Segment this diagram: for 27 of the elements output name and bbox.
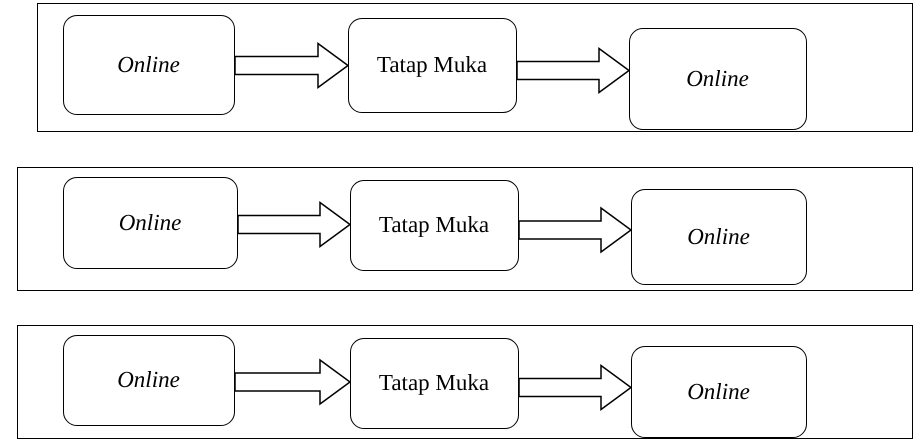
box-label: Online: [118, 210, 182, 236]
box-label: Tatap Muka: [378, 370, 490, 396]
rounded-box: [62, 176, 238, 268]
box-label: Online: [687, 224, 750, 250]
rounded-box: [348, 18, 516, 112]
rounded-box: [62, 334, 234, 426]
block-arrow: [234, 42, 350, 89]
panel-frame: [37, 3, 913, 132]
box-label: Tatap Muka: [378, 212, 490, 238]
box-label: Online: [687, 378, 750, 404]
panel-frame: [17, 325, 913, 439]
block-arrow: [518, 206, 632, 254]
block-arrow: [518, 364, 632, 411]
rounded-box: [62, 14, 234, 114]
rounded-box: [628, 28, 806, 130]
rounded-box: [630, 188, 806, 284]
rounded-box: [350, 180, 518, 270]
block-arrow: [237, 201, 352, 248]
rounded-box: [630, 346, 806, 438]
panel-frame: [17, 167, 913, 291]
rounded-box: [350, 338, 518, 428]
box-label: Online: [117, 367, 180, 393]
box-label: Tatap Muka: [376, 52, 488, 78]
block-arrow: [234, 358, 352, 406]
block-arrow: [516, 47, 630, 94]
box-label: Online: [686, 66, 749, 92]
box-label: Online: [117, 52, 180, 78]
